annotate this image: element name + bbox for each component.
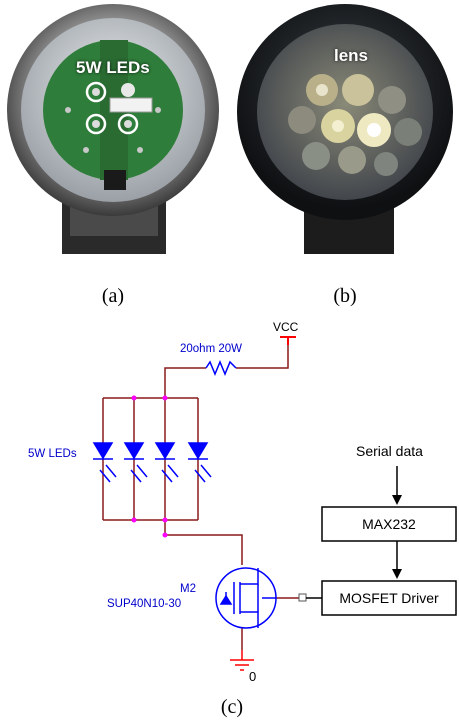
vcc-terminal	[280, 336, 296, 345]
resistor-label: 20ohm 20W	[180, 343, 242, 355]
led-1	[92, 442, 117, 483]
caption-a: (a)	[101, 285, 125, 307]
photo-lamp-lens: lens	[232, 0, 459, 260]
mosfet-driver-label: MOSFET Driver	[339, 590, 439, 606]
led-4	[187, 442, 212, 483]
leds-label: 5W LEDs	[28, 448, 77, 460]
led-driver-schematic: VCC 20ohm 20W 5W LEDs	[28, 320, 457, 684]
lamp-lens-image	[237, 4, 453, 254]
serial-data-label: Serial data	[356, 443, 423, 459]
resistor-to-bus-wire	[164, 367, 206, 398]
ground-symbol	[230, 650, 254, 671]
max232-block	[321, 506, 457, 542]
gate-pin	[298, 593, 307, 602]
caption-b: (b)	[333, 285, 357, 307]
vcc-wire	[236, 337, 289, 369]
bus-nodes	[131, 395, 168, 538]
leds-to-drain-wire	[164, 520, 243, 565]
led-board-image	[7, 4, 219, 254]
led-3	[154, 442, 179, 483]
mosfet-driver-block	[321, 580, 457, 616]
max232-label: MAX232	[362, 516, 416, 532]
leds-photo-label: 5W LEDs	[76, 58, 150, 77]
photo-led-board: 5W LEDs	[0, 0, 230, 260]
caption-c: (c)	[220, 696, 244, 718]
mosfet-ref: M2	[180, 583, 196, 595]
lens-photo-label: lens	[334, 46, 369, 65]
mosfet-part: SUP40N10-30	[107, 598, 181, 610]
resistor-symbol	[205, 360, 237, 376]
ground-label: 0	[249, 669, 256, 684]
led-2	[123, 442, 148, 483]
vcc-label: VCC	[273, 320, 299, 334]
mosfet-symbol	[215, 567, 277, 629]
